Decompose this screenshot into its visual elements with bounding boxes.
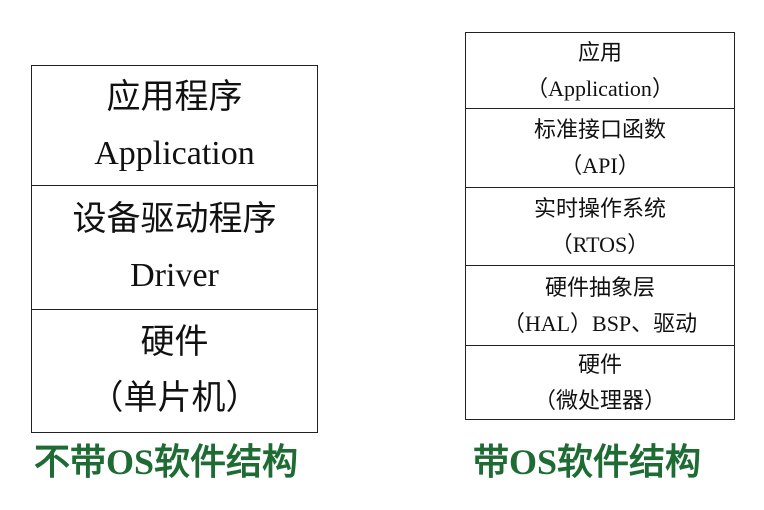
right-layer-rtos: 实时操作系统 （RTOS）: [465, 187, 735, 266]
right-layer-hal: 硬件抽象层 （HAL）BSP、驱动: [465, 265, 735, 346]
left-layer-driver: 设备驱动程序 Driver: [31, 185, 318, 310]
right-layer-api-subtitle: （API）: [560, 153, 640, 178]
right-layer-hardware: 硬件 （微处理器）: [465, 345, 735, 420]
right-layer-hal-title: 硬件抽象层: [544, 274, 655, 300]
left-layer-hardware-title: 硬件: [140, 324, 209, 361]
right-layer-hardware-subtitle: （微处理器）: [533, 387, 666, 413]
right-layer-application-title: 应用: [577, 39, 622, 65]
right-layer-api-title: 标准接口函数: [533, 117, 666, 142]
right-layer-application: 应用 （Application）: [465, 32, 735, 109]
left-layer-hardware-subtitle: （单片机）: [89, 380, 260, 417]
right-layer-application-subtitle: （Application）: [526, 75, 674, 101]
right-layer-rtos-title: 实时操作系统: [533, 195, 666, 221]
left-layer-application: 应用程序 Application: [31, 65, 318, 186]
right-layer-hal-subtitle: （HAL）BSP、驱动: [502, 310, 698, 336]
left-layer-hardware: 硬件 （单片机）: [31, 309, 318, 433]
left-layer-application-subtitle: Application: [94, 134, 255, 172]
left-layer-driver-title: 设备驱动程序: [72, 200, 277, 238]
right-layer-rtos-subtitle: （RTOS）: [550, 231, 650, 257]
right-layer-api: 标准接口函数 （API）: [465, 108, 735, 188]
os-caption: 带OS软件结构: [473, 442, 702, 482]
left-layer-application-title: 应用程序: [106, 78, 243, 116]
right-layer-hardware-title: 硬件: [577, 351, 622, 377]
no-os-caption: 不带OS软件结构: [34, 442, 299, 482]
left-layer-driver-subtitle: Driver: [130, 256, 219, 294]
